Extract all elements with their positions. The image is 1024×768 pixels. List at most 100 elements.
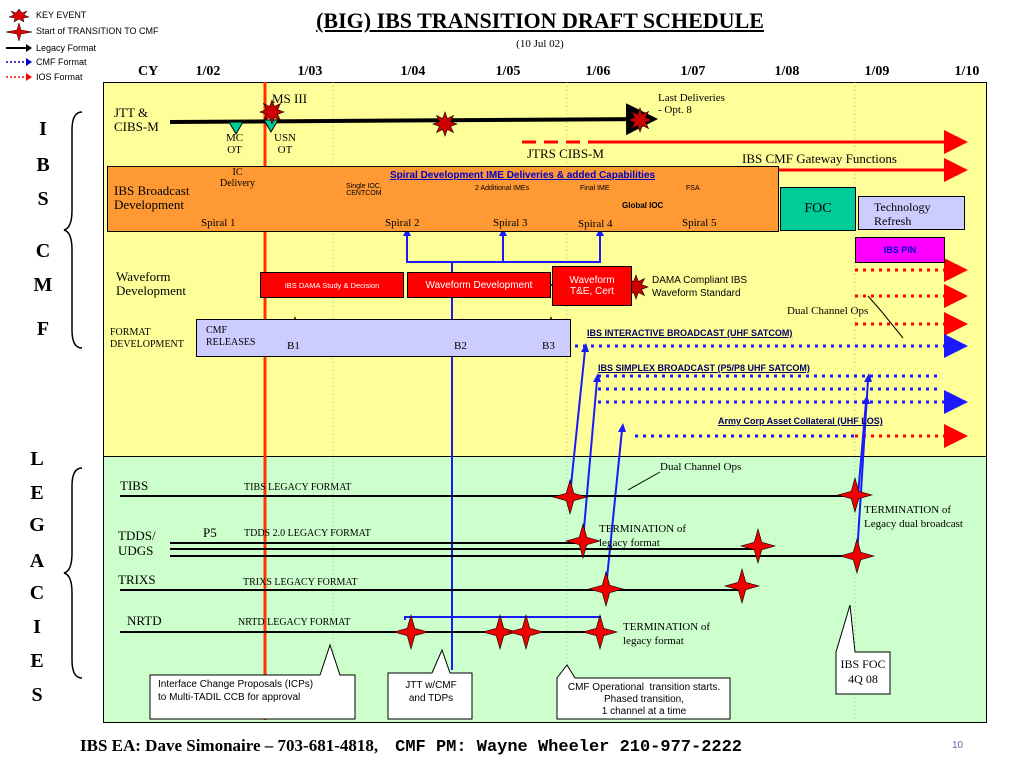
foc-box: FOC [780,187,856,231]
transition-star [507,613,545,651]
side-letter: I [33,616,41,638]
term-label-2: TERMINATION of legacy format [623,621,711,647]
spiral-2-label: Spiral 2 [385,217,420,229]
side-letter: I [39,118,47,140]
release-b1: B1 [287,340,300,352]
side-letter: A [29,550,45,572]
jtt-arrow [169,103,658,136]
footer-pm: CMF PM: Wayne Wheeler 210-977-2222 [395,738,742,757]
timeline-tick: 1/07 [680,64,706,79]
key-event-burst [627,107,653,133]
term-label-1: TERMINATION of legacy format [599,523,687,549]
transition-star [392,613,430,651]
global-ioc-label: Global IOC [622,201,664,210]
waveform-te-box: Waveform T&E, Cert [552,266,632,306]
side-letter: B [36,154,50,176]
timeline-tick: 1/05 [495,64,521,79]
key-event-burst [432,111,458,137]
format-dev-label: FORMAT DEVELOPMENT [110,327,184,350]
side-letter: C [35,240,51,262]
waveform-label: Waveform Development [116,269,187,298]
timeline-tick: 1/03 [297,64,323,79]
cmf-arrow-icon [6,58,32,67]
side-letter: L [30,448,44,470]
tech-refresh-box: Technology Refresh [858,196,965,230]
side-letter: S [37,188,49,210]
legend-legacy: Legacy Format [6,41,159,56]
release-b2: B2 [454,340,467,352]
cmfop-callout-shape [556,664,731,720]
dama-compliant-label: DAMA Compliant IBS Waveform Standard [652,275,748,299]
jtt-cmf-callout: JTT w/CMF and TDPs [405,680,457,704]
legend-ios: IOS Format [6,70,159,85]
icp-callout: Interface Change Proposals (ICPs) to Mul… [158,679,314,703]
ic-delivery-label: IC Delivery [220,167,255,189]
spiral-1-label: Spiral 1 [201,217,236,229]
dual-channel-label-top: Dual Channel Ops [787,305,869,317]
cmf-arrows [575,334,968,438]
mc-ot-marker [228,121,244,135]
side-letter: C [29,582,45,604]
term-dual-label: TERMINATION of Legacy dual broadcast [864,504,963,530]
icp-callout-shape [149,643,356,720]
jtt-callout-shape [387,648,473,720]
transition-star [551,478,589,516]
transition-star [587,570,625,608]
page-date: (10 Jul 02) [516,38,564,50]
ibs-pin-box: IBS PIN [855,237,945,263]
ibsfoc-callout-shape [835,604,891,695]
spiral-5-label: Spiral 5 [682,217,717,229]
footer: IBS EA: Dave Simonaire – 703-681-4818, C… [80,736,742,757]
legend-key-event: KEY EVENT [6,8,159,23]
spiral-4-label: Spiral 4 [578,218,613,230]
interactive-label: IBS INTERACTIVE BROADCAST (UHF SATCOM) [587,328,793,338]
jtrs-label: JTRS CIBS-M [527,146,604,161]
jtt-label: JTT & CIBS-M [114,105,159,134]
cmf-releases-label: CMF RELEASES [206,325,256,348]
legend-start-transition-label: Start of TRANSITION TO CMF [36,26,159,37]
spiral-3-label: Spiral 3 [493,217,528,229]
legacies-brace [63,467,83,679]
ibs-foc-label: IBS FOC 4Q 08 [840,657,886,686]
nrtd-label: NRTD [127,613,162,628]
fsa-label: FSA [686,185,700,192]
page-title: (BIG) IBS TRANSITION DRAFT SCHEDULE [316,8,764,33]
tdds-format-label: TDDS 2.0 LEGACY FORMAT [244,528,371,539]
legend-ios-label: IOS Format [36,71,83,82]
legend-legacy-label: Legacy Format [36,42,97,53]
single-ioc-label: Single IOC, CENTCOM [346,183,382,197]
ibs-brace [63,111,83,349]
spiral-title: Spiral Development IME Deliveries & adde… [390,170,656,181]
page-number: 10 [952,740,964,751]
key-event-burst [259,99,285,125]
side-letter: S [31,684,43,706]
footer-ea: IBS EA: Dave Simonaire – 703-681-4818, [80,736,379,755]
dual-channel-label-bottom: Dual Channel Ops [660,461,742,473]
cy-label: CY [138,64,159,79]
start-transition-icon [6,22,32,41]
tdds-label: TDDS/ UDGS [118,528,156,558]
transition-star [836,476,874,514]
last-deliveries-label: Last Deliveries - Opt. 8 [658,92,725,116]
trixs-label: TRIXS [118,572,156,587]
cmf-op-callout: CMF Operational transition starts. Phase… [567,682,721,717]
legend-start-transition: Start of TRANSITION TO CMF [6,22,159,41]
final-ime-label: Final IME [580,185,610,192]
ios-arrows [855,258,968,448]
legend-cmf-label: CMF Format [36,57,87,67]
waveform-dev-box: Waveform Development [407,272,551,298]
tibs-label: TIBS [120,478,149,493]
usn-ot-label: USN OT [274,132,297,156]
transition-star [581,613,619,651]
cmf-releases-bar [196,319,571,357]
transition-star [739,527,777,565]
legend-cmf: CMF Format [6,55,159,70]
simplex-label: IBS SIMPLEX BROADCAST (P5/P8 UHF SATCOM) [598,363,810,373]
timeline-tick: 1/06 [585,64,611,79]
tibs-format-label: TIBS LEGACY FORMAT [244,482,352,493]
legend-key-event-label: KEY EVENT [36,10,87,20]
timeline-tick: 1/02 [195,64,221,79]
nrtd-format-label: NRTD LEGACY FORMAT [238,617,351,628]
ibs-cmf-panel [103,82,987,458]
side-letter: M [33,274,53,296]
